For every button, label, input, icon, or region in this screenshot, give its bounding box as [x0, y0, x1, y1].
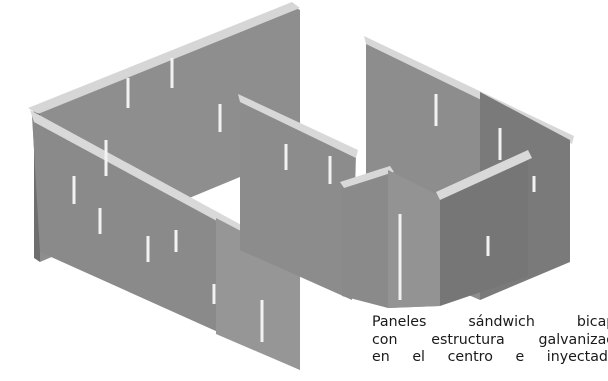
caption-text: Paneles sándwich bicapa con estructura g… [372, 314, 608, 367]
center-wall [238, 94, 358, 300]
caption-line-2: con estructura galvanizada [372, 331, 608, 348]
panel-joints [72, 58, 536, 342]
caption-line-3: en el centro e inyectados [372, 349, 608, 365]
right-front-walls [340, 150, 532, 308]
caption-line-1: Paneles sándwich bicapa [372, 314, 608, 330]
